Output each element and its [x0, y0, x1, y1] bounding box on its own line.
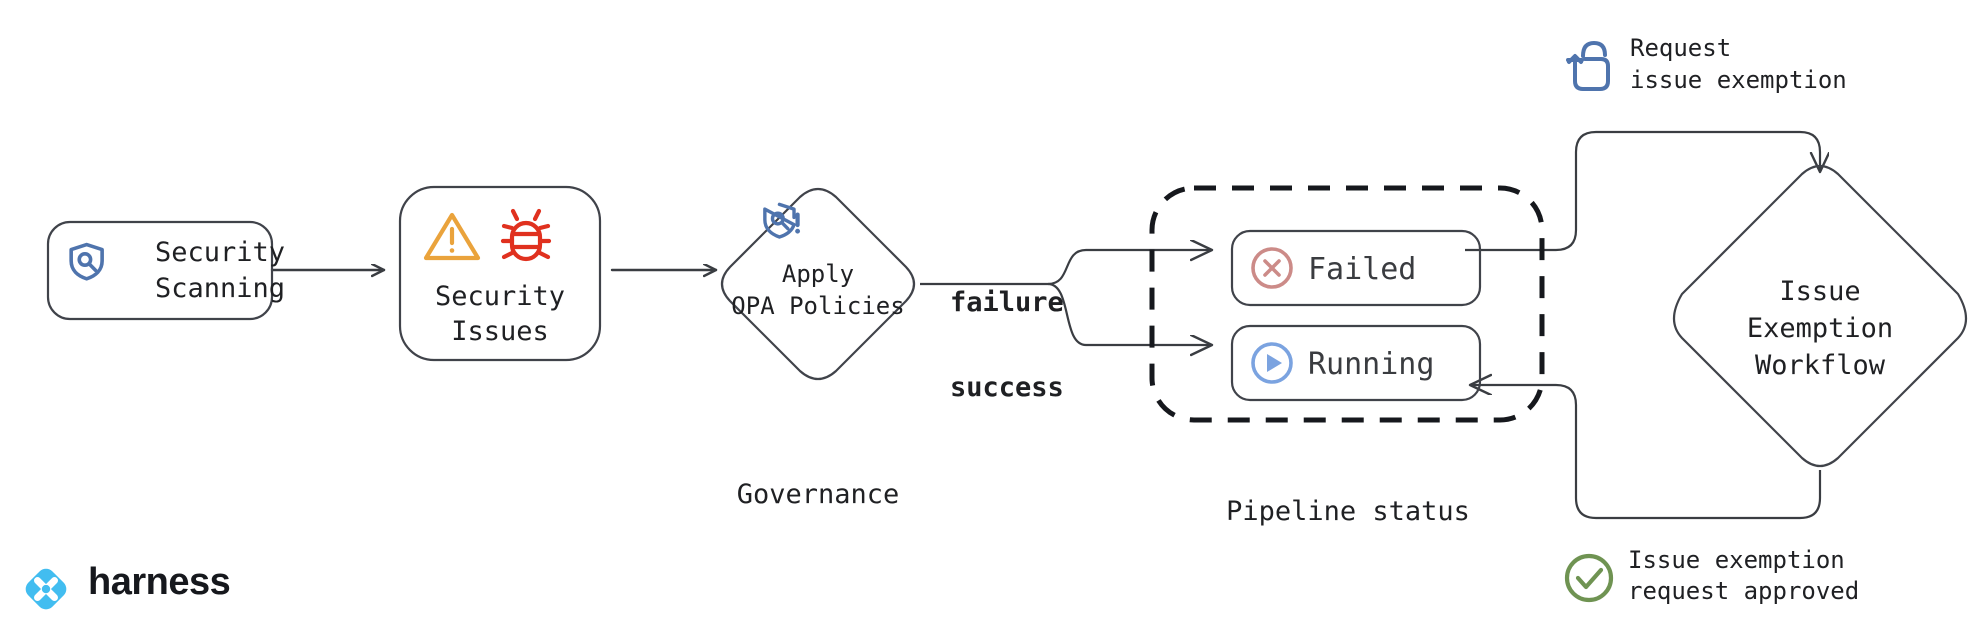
edge-label-success: success	[950, 372, 1064, 403]
node-security-scanning[interactable]: Security Scanning	[46, 220, 285, 321]
pipeline-status-failed-label: Failed	[1308, 252, 1416, 287]
issue-exemption-workflow-line2: Exemption	[1747, 313, 1893, 344]
governance-caption: Governance	[737, 479, 900, 510]
warning-triangle-icon	[423, 212, 481, 261]
security-scanning-label-line1: Security	[155, 237, 285, 268]
annotation-issue-exemption-request-approved: Issue exemption request approved	[1564, 546, 1859, 605]
pipeline-status-running-label: Running	[1308, 347, 1434, 382]
issue-exemption-workflow-line3: Workflow	[1755, 350, 1886, 381]
node-issue-exemption-workflow[interactable]: Issue Exemption Workflow	[1672, 164, 1968, 468]
node-pipeline-status-running[interactable]: Running	[1230, 324, 1482, 402]
issue-exemption-approved-line2: request approved	[1628, 577, 1859, 605]
pipeline-status-group-boundary	[1149, 185, 1545, 423]
shield-search-alert-icon	[763, 202, 801, 239]
security-issues-label-line1: Security	[435, 281, 565, 312]
node-apply-opa-policies[interactable]: Apply OPA Policies	[720, 187, 916, 381]
node-security-issues[interactable]: Security Issues	[398, 185, 602, 362]
harness-logo: harness	[25, 561, 231, 610]
edge-success-to-running	[1047, 282, 1212, 345]
node-pipeline-status-failed[interactable]: Failed	[1230, 229, 1482, 307]
shield-search-icon	[69, 242, 104, 281]
security-issues-label-line2: Issues	[451, 316, 549, 347]
issue-exemption-approved-line1: Issue exemption	[1628, 546, 1845, 574]
check-circle-icon	[1564, 553, 1614, 603]
harness-logo-wordmark: harness	[88, 561, 230, 603]
edge-label-failure: failure	[950, 287, 1064, 318]
request-issue-exemption-line1: Request	[1630, 34, 1731, 62]
harness-logo-mark	[25, 568, 67, 610]
x-circle-icon	[1251, 247, 1293, 289]
apply-opa-policies-label-line2: OPA Policies	[731, 292, 904, 320]
click-hand-icon	[1566, 40, 1610, 91]
play-circle-icon	[1251, 342, 1293, 384]
apply-opa-policies-label-line1: Apply	[782, 260, 854, 288]
edge-failure-to-failed	[1047, 250, 1212, 286]
request-issue-exemption-line2: issue exemption	[1630, 66, 1847, 94]
annotation-request-issue-exemption: Request issue exemption	[1566, 34, 1847, 94]
security-scanning-label-line2: Scanning	[155, 273, 285, 304]
issue-exemption-workflow-line1: Issue	[1779, 276, 1860, 307]
bug-icon	[500, 208, 552, 262]
edge-exemption-workflow-to-running	[1470, 385, 1822, 520]
pipeline-status-caption: Pipeline status	[1226, 496, 1470, 527]
edge-failed-to-exemption-workflow	[1465, 130, 1820, 252]
